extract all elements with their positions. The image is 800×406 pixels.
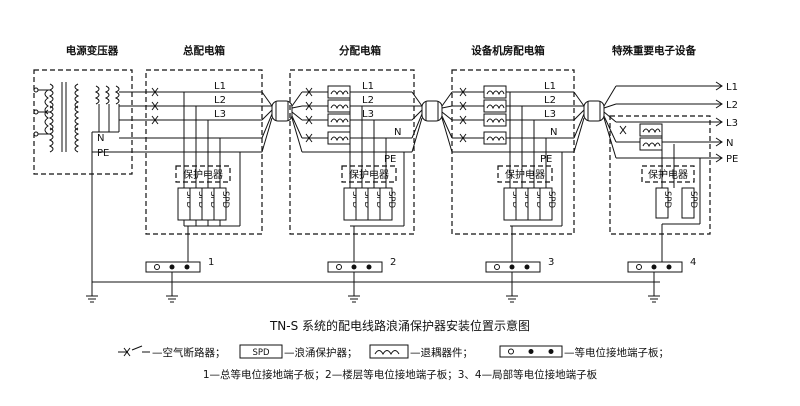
- decoupler-2: [411, 91, 453, 153]
- header-main-box: 总配电箱: [183, 44, 225, 57]
- legend-spd-text: —浪涌保护器；: [284, 346, 358, 359]
- label-n-source: N: [97, 133, 104, 144]
- label-l2: L2: [362, 95, 374, 106]
- protector-unit: 保护电器: [175, 165, 231, 183]
- spd-label: SPD: [208, 191, 218, 209]
- spd-label: SPD: [688, 191, 698, 209]
- decoupler-group: [483, 85, 507, 145]
- label-l3: L3: [362, 109, 374, 120]
- terminal-number-2: 2: [390, 257, 396, 268]
- protector-label: 保护电器: [505, 168, 545, 181]
- decoupler-symbol-icon: [374, 350, 400, 356]
- label-n: N: [394, 127, 401, 138]
- output-label-l3: L3: [726, 118, 738, 129]
- output-label-pe: PE: [726, 154, 738, 165]
- sub-distribution-box: L1 L2 L3 N PE 保护电器 SPD SPD SPD SPD: [289, 69, 415, 262]
- decoupler-1: [261, 91, 303, 153]
- spd-label: SPD: [534, 191, 544, 209]
- spd-label: SPD: [662, 191, 672, 209]
- decoupler-group: [639, 123, 663, 151]
- main-distribution-box: L1 L2 L3 保护电器 SPD SPD SPD SPD: [145, 69, 263, 262]
- spd-group: SPD SPD SPD SPD: [177, 187, 230, 221]
- legend-breaker: —空气断路器；: [118, 345, 226, 359]
- header-special: 特殊重要电子设备: [612, 44, 696, 57]
- equipment-room-box: L1 L2 L3 N PE 保护电器 SPD SPD SPD SPD: [451, 69, 575, 262]
- terminal-number-4: 4: [690, 257, 696, 268]
- breaker-icon: [305, 87, 313, 143]
- label-pe: PE: [384, 154, 396, 165]
- legend-decoupler: —退耦器件；: [369, 344, 473, 359]
- protector-unit: 保护电器: [341, 165, 397, 183]
- equipotential-bar-4: 4: [627, 257, 696, 296]
- label-l1: L1: [362, 81, 374, 92]
- legend-decoupler-text: —退耦器件；: [410, 347, 473, 359]
- power-transformer: N PE: [33, 69, 133, 296]
- breaker-icon: [459, 87, 467, 143]
- protector-label: 保护电器: [183, 168, 223, 181]
- spd-label: SPD: [522, 191, 532, 209]
- transformer-windings: [33, 82, 120, 153]
- spd-label: SPD: [196, 191, 206, 209]
- ground-icon: [648, 295, 660, 303]
- breaker-icon: [150, 87, 164, 125]
- spd-label: SPD: [350, 191, 360, 209]
- header-room-box: 设备机房配电箱: [471, 44, 545, 57]
- label-n: N: [550, 127, 557, 138]
- output-label-l2: L2: [726, 100, 738, 111]
- output-feeders: L1 L2 L3 N PE: [616, 81, 738, 165]
- legend-spd-symbol: SPD: [252, 348, 270, 358]
- header-transformer: 电源变压器: [66, 44, 119, 57]
- label-l2: L2: [544, 95, 556, 106]
- equipotential-bar-3: 3: [485, 257, 554, 296]
- spd-label: SPD: [362, 191, 372, 209]
- output-label-l1: L1: [726, 82, 738, 93]
- legend-terminal: —等电位接地端子板；: [499, 345, 669, 359]
- legend-breaker-text: —空气断路器；: [152, 346, 226, 359]
- label-l3: L3: [214, 109, 226, 120]
- spd-label: SPD: [374, 191, 384, 209]
- equipotential-bar-2: 2: [327, 257, 396, 296]
- protector-label: 保护电器: [648, 168, 688, 181]
- spd-label: SPD: [220, 191, 230, 209]
- header-dist-box: 分配电箱: [339, 44, 381, 57]
- legend-spd: SPD —浪涌保护器；: [239, 344, 358, 359]
- terminal-number-3: 3: [548, 257, 554, 268]
- breaker-icon: [619, 125, 627, 135]
- spd-label: SPD: [510, 191, 520, 209]
- spd-label: SPD: [184, 191, 194, 209]
- breaker-symbol-icon: [118, 345, 150, 357]
- special-equipment-box: 保护电器 SPD SPD: [609, 115, 711, 262]
- spd-group: SPD SPD SPD SPD: [503, 187, 556, 221]
- label-l3: L3: [544, 109, 556, 120]
- equipotential-bar-1: 1: [145, 257, 214, 296]
- label-l2: L2: [214, 95, 226, 106]
- protector-unit: 保护电器: [497, 165, 553, 183]
- ground-icon: [86, 295, 98, 303]
- caption-title: TN-S 系统的配电线路浪涌保护器安装位置示意图: [269, 318, 530, 333]
- output-label-n: N: [726, 138, 733, 149]
- decoupler-group: [327, 85, 351, 145]
- protector-unit: 保护电器: [641, 165, 695, 183]
- ground-bus: [91, 272, 660, 296]
- label-l1: L1: [544, 81, 556, 92]
- spd-group: SPD SPD SPD SPD: [343, 187, 396, 221]
- caption-note: 1—总等电位接地端子板；2—楼层等电位接地端子板；3、4—局部等电位接地端子板: [203, 368, 598, 381]
- protector-label: 保护电器: [349, 168, 389, 181]
- decoupler-3: [573, 85, 617, 159]
- spd-label: SPD: [386, 191, 396, 209]
- terminal-number-1: 1: [208, 257, 214, 268]
- source-feeders: [92, 91, 150, 153]
- label-pe-source: PE: [97, 148, 109, 159]
- ground-icon: [166, 295, 178, 303]
- legend-terminal-text: —等电位接地端子板；: [564, 346, 669, 359]
- spd-label: SPD: [546, 191, 556, 209]
- label-l1: L1: [214, 81, 226, 92]
- ground-icon: [506, 295, 518, 303]
- spd-group: SPD SPD: [655, 187, 698, 219]
- ground-icon: [348, 295, 360, 303]
